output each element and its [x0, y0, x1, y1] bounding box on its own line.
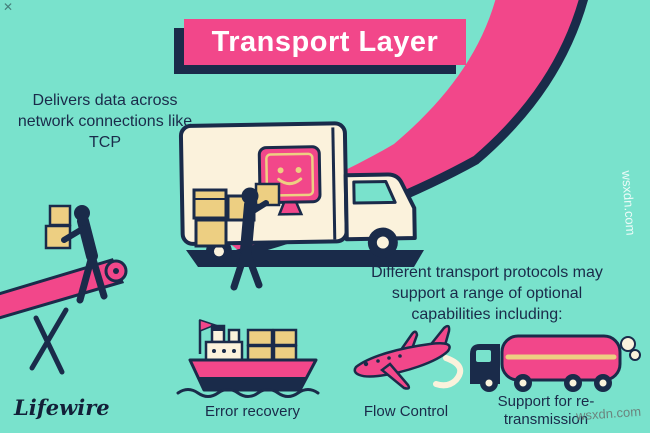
conveyor-belt	[0, 258, 128, 375]
title-banner: Transport Layer	[184, 19, 466, 65]
warehouse-worker-left	[44, 204, 108, 304]
close-icon[interactable]: ✕	[3, 0, 14, 14]
stacked-cargo-boxes	[192, 188, 256, 248]
freight-truck-icon	[470, 334, 641, 392]
caption-error-recovery: Error recovery	[204, 403, 301, 420]
warehouse-worker-truck	[230, 182, 281, 291]
lifewire-logo: Lifewire	[14, 395, 110, 420]
note-delivers-data: Delivers data across network connections…	[17, 92, 193, 152]
caption-flow-control: Flow Control	[363, 403, 449, 420]
airplane-icon	[353, 324, 464, 390]
note-transport-protocols: Different transport protocols may suppor…	[371, 264, 603, 324]
caption-retransmission: Support for re-transmission	[497, 393, 595, 429]
page-title: Transport Layer	[211, 25, 439, 58]
cargo-ship-icon	[176, 318, 320, 398]
